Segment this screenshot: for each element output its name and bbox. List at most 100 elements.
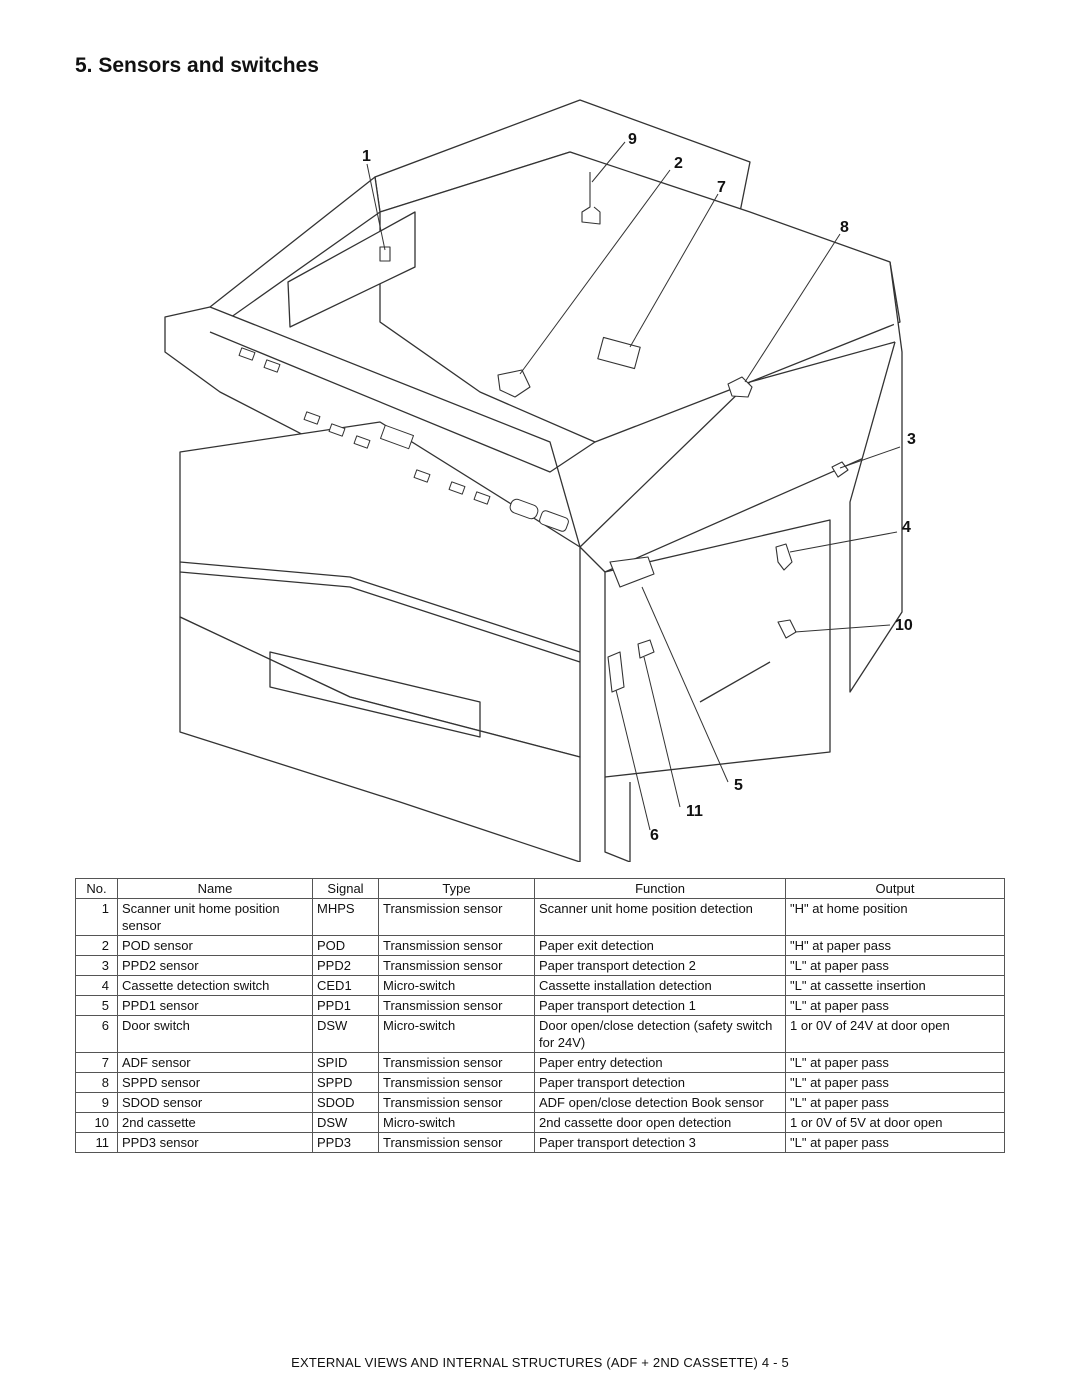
cell-type: Transmission sensor <box>378 995 535 1016</box>
copier-drawing <box>164 99 903 863</box>
cell-no: 3 <box>75 955 118 976</box>
cell-function: Paper transport detection 3 <box>534 1132 786 1153</box>
cell-type: Transmission sensor <box>378 935 535 956</box>
cell-no: 5 <box>75 995 118 1016</box>
cell-function: Paper transport detection 1 <box>534 995 786 1016</box>
cell-name: ADF sensor <box>117 1052 313 1073</box>
cell-signal: POD <box>312 935 379 956</box>
callout-10: 10 <box>895 617 913 634</box>
cell-name: PPD2 sensor <box>117 955 313 976</box>
cell-no: 9 <box>75 1092 118 1113</box>
cell-signal: CED1 <box>312 975 379 996</box>
cell-output: "L" at cassette insertion <box>785 975 1005 996</box>
header-function: Function <box>534 878 786 899</box>
cell-output: "L" at paper pass <box>785 1092 1005 1113</box>
cell-signal: SPPD <box>312 1072 379 1093</box>
header-type: Type <box>378 878 535 899</box>
cell-no: 11 <box>75 1132 118 1153</box>
cell-type: Transmission sensor <box>378 1092 535 1113</box>
callout-8: 8 <box>840 219 849 236</box>
header-no: No. <box>75 878 118 899</box>
cell-signal: PPD2 <box>312 955 379 976</box>
cell-signal: PPD1 <box>312 995 379 1016</box>
cell-output: "L" at paper pass <box>785 955 1005 976</box>
cell-function: Scanner unit home position detection <box>534 898 786 936</box>
cell-name: Door switch <box>117 1015 313 1053</box>
cell-name: SPPD sensor <box>117 1072 313 1093</box>
cell-output: 1 or 0V of 24V at door open <box>785 1015 1005 1053</box>
cell-name: 2nd cassette <box>117 1112 313 1133</box>
cell-type: Transmission sensor <box>378 1052 535 1073</box>
cell-no: 10 <box>75 1112 118 1133</box>
cell-no: 4 <box>75 975 118 996</box>
cell-function: Paper exit detection <box>534 935 786 956</box>
cell-type: Transmission sensor <box>378 1132 535 1153</box>
header-signal: Signal <box>312 878 379 899</box>
header-name: Name <box>117 878 313 899</box>
header-output: Output <box>785 878 1005 899</box>
callout-11: 11 <box>686 803 703 820</box>
cell-type: Micro-switch <box>378 1015 535 1053</box>
callout-4: 4 <box>902 519 911 536</box>
cell-no: 6 <box>75 1015 118 1053</box>
cell-type: Transmission sensor <box>378 898 535 936</box>
cell-signal: PPD3 <box>312 1132 379 1153</box>
callout-9: 9 <box>628 131 637 148</box>
callout-6: 6 <box>650 827 659 844</box>
page-title: 5. Sensors and switches <box>75 54 319 77</box>
cell-no: 1 <box>75 898 118 936</box>
cell-name: Cassette detection switch <box>117 975 313 996</box>
callout-3: 3 <box>907 431 916 448</box>
cell-signal: SPID <box>312 1052 379 1073</box>
cell-signal: DSW <box>312 1015 379 1053</box>
cell-no: 7 <box>75 1052 118 1073</box>
cell-name: POD sensor <box>117 935 313 956</box>
cell-no: 8 <box>75 1072 118 1093</box>
callout-1: 1 <box>362 148 371 165</box>
callout-7: 7 <box>717 179 726 196</box>
cell-output: 1 or 0V of 5V at door open <box>785 1112 1005 1133</box>
table-header-row: No. Name Signal Type Function Output <box>75 878 1005 899</box>
page-footer: EXTERNAL VIEWS AND INTERNAL STRUCTURES (… <box>291 1355 789 1370</box>
callout-2: 2 <box>674 155 683 172</box>
cell-name: Scanner unit home position sensor <box>117 898 313 936</box>
cell-type: Transmission sensor <box>378 955 535 976</box>
cell-type: Transmission sensor <box>378 1072 535 1093</box>
cell-output: "L" at paper pass <box>785 1072 1005 1093</box>
cell-name: SDOD sensor <box>117 1092 313 1113</box>
cell-function: Cassette installation detection <box>534 975 786 996</box>
cell-function: Door open/close detection (safety switch… <box>534 1015 786 1053</box>
cell-signal: SDOD <box>312 1092 379 1113</box>
cell-output: "L" at paper pass <box>785 1132 1005 1153</box>
cell-type: Micro-switch <box>378 975 535 996</box>
cell-function: 2nd cassette door open detection <box>534 1112 786 1133</box>
cell-function: ADF open/close detection Book sensor <box>534 1092 786 1113</box>
cell-type: Micro-switch <box>378 1112 535 1133</box>
cell-output: "L" at paper pass <box>785 1052 1005 1073</box>
cell-signal: MHPS <box>312 898 379 936</box>
cell-function: Paper transport detection 2 <box>534 955 786 976</box>
cell-function: Paper transport detection <box>534 1072 786 1093</box>
cell-no: 2 <box>75 935 118 956</box>
cell-signal: DSW <box>312 1112 379 1133</box>
callout-5: 5 <box>734 777 743 794</box>
cell-output: "H" at home position <box>785 898 1005 936</box>
cell-name: PPD3 sensor <box>117 1132 313 1153</box>
copier-illustration: 1 9 2 7 8 3 4 10 5 11 6 <box>150 92 930 863</box>
cell-function: Paper entry detection <box>534 1052 786 1073</box>
cell-name: PPD1 sensor <box>117 995 313 1016</box>
cell-output: "H" at paper pass <box>785 935 1005 956</box>
cell-output: "L" at paper pass <box>785 995 1005 1016</box>
